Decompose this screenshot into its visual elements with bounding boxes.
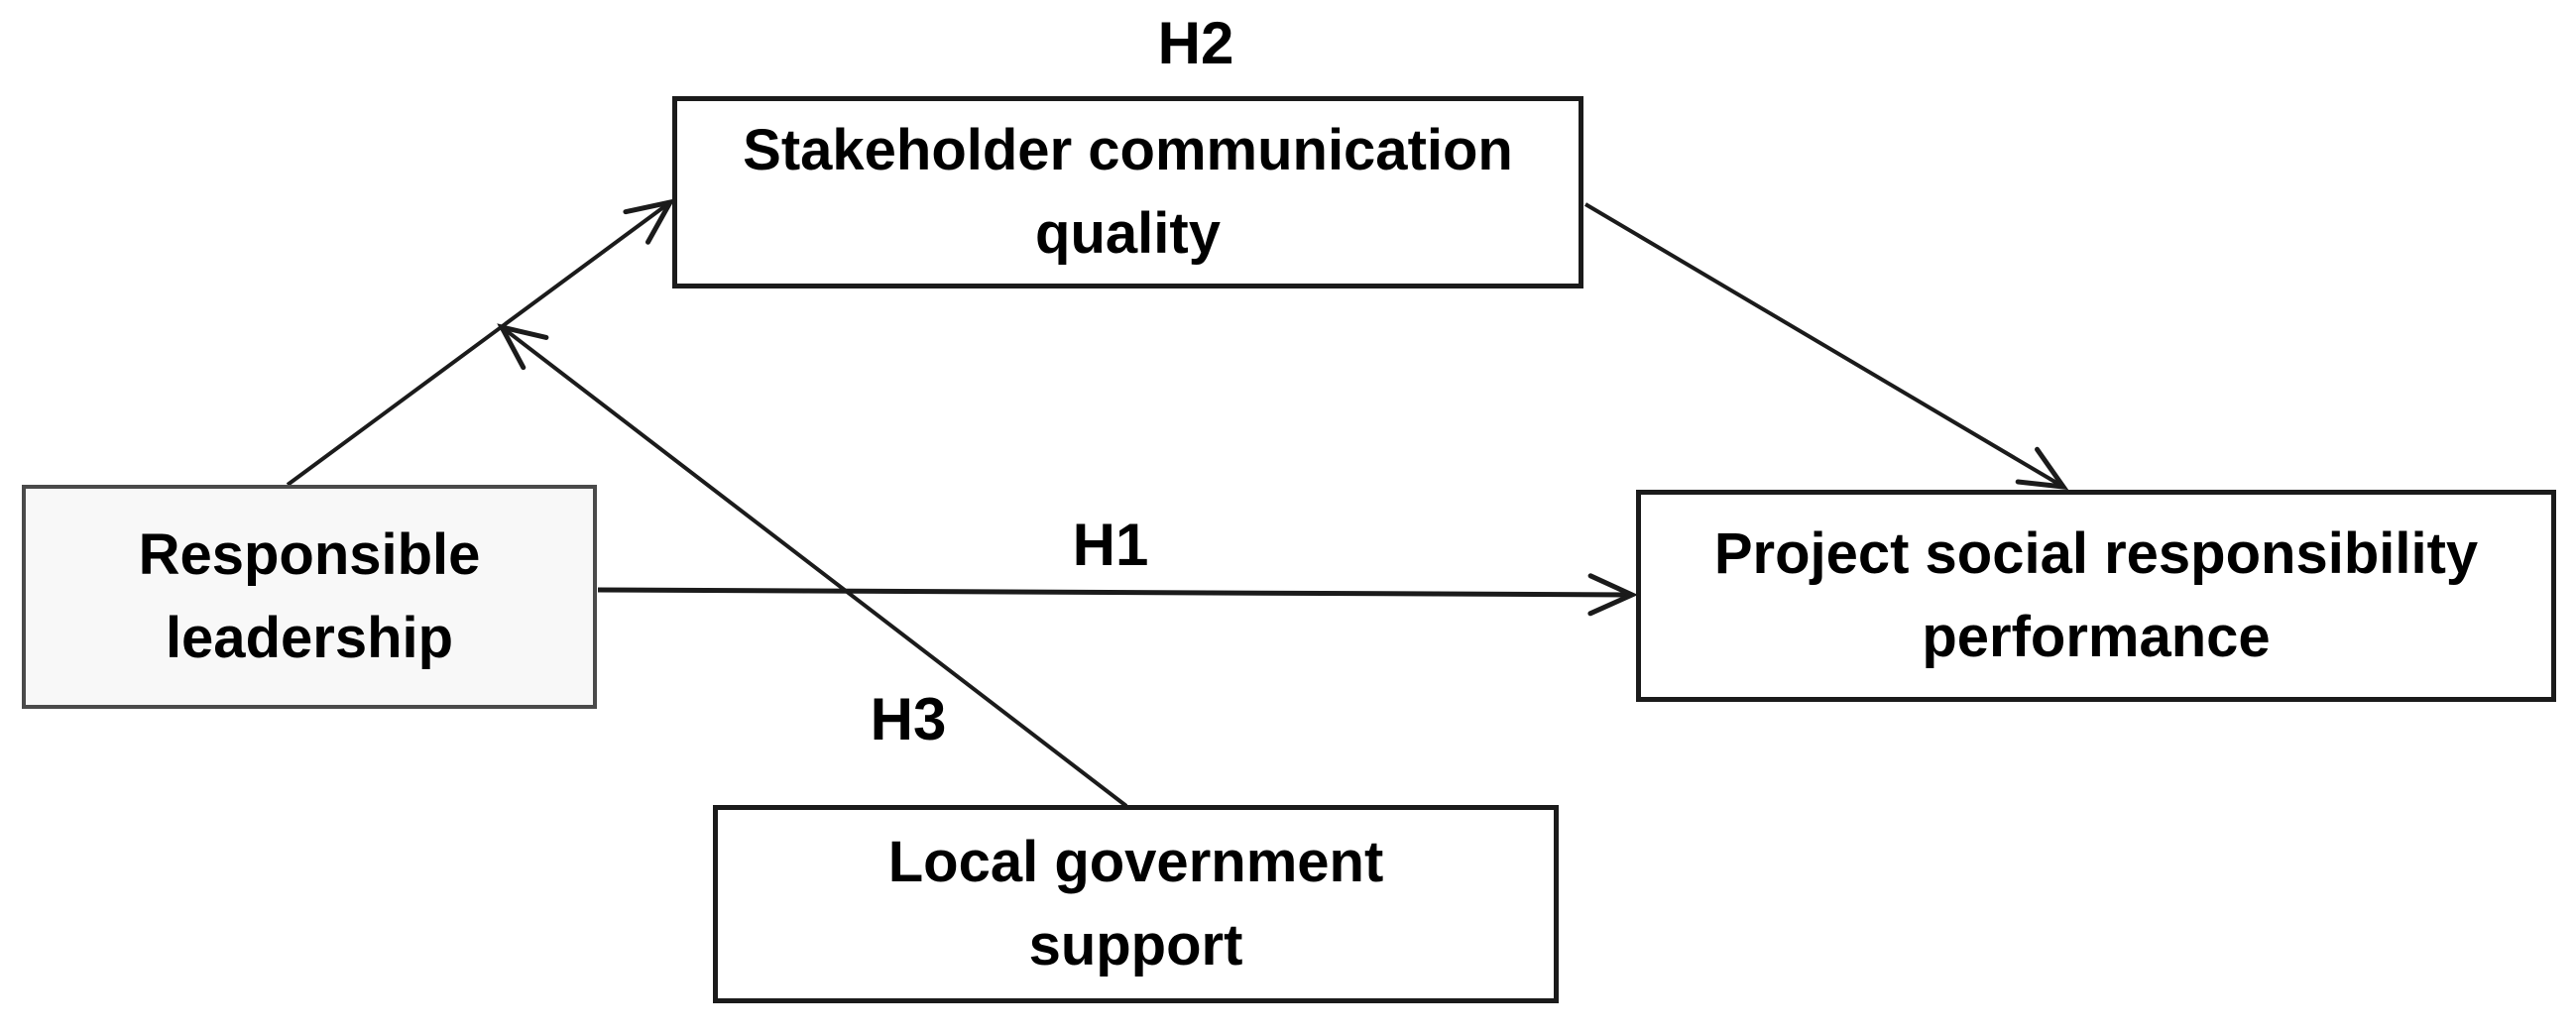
node-project-social-responsibility-performance: Project social responsibility performanc…: [1636, 490, 2556, 702]
node-label-line: Responsible: [138, 522, 481, 587]
node-responsible-leadership: Responsible leadership: [22, 485, 597, 709]
node-label-line: Project social responsibility: [1713, 521, 2479, 586]
arrow-rl-to-scq: [286, 198, 675, 487]
arrow-h1-rl-to-psrp: [597, 573, 1639, 617]
node-label-line: Stakeholder communication: [743, 118, 1513, 182]
node-label-line: leadership: [165, 606, 454, 670]
hypothesis-label-h2: H2: [1157, 10, 1234, 76]
arrow-scq-to-psrp: [1583, 202, 2069, 491]
node-stakeholder-communication-quality: Stakeholder communication quality: [672, 96, 1583, 288]
node-label-line: support: [1028, 913, 1243, 978]
node-label-line: Local government: [887, 830, 1384, 894]
node-label-line: performance: [1922, 605, 2271, 669]
node-label-line: quality: [1035, 201, 1221, 266]
hypothesis-label-h1: H1: [1072, 512, 1149, 578]
node-local-government-support: Local government support: [713, 805, 1559, 1003]
hypothesis-label-h3: H3: [870, 686, 947, 752]
